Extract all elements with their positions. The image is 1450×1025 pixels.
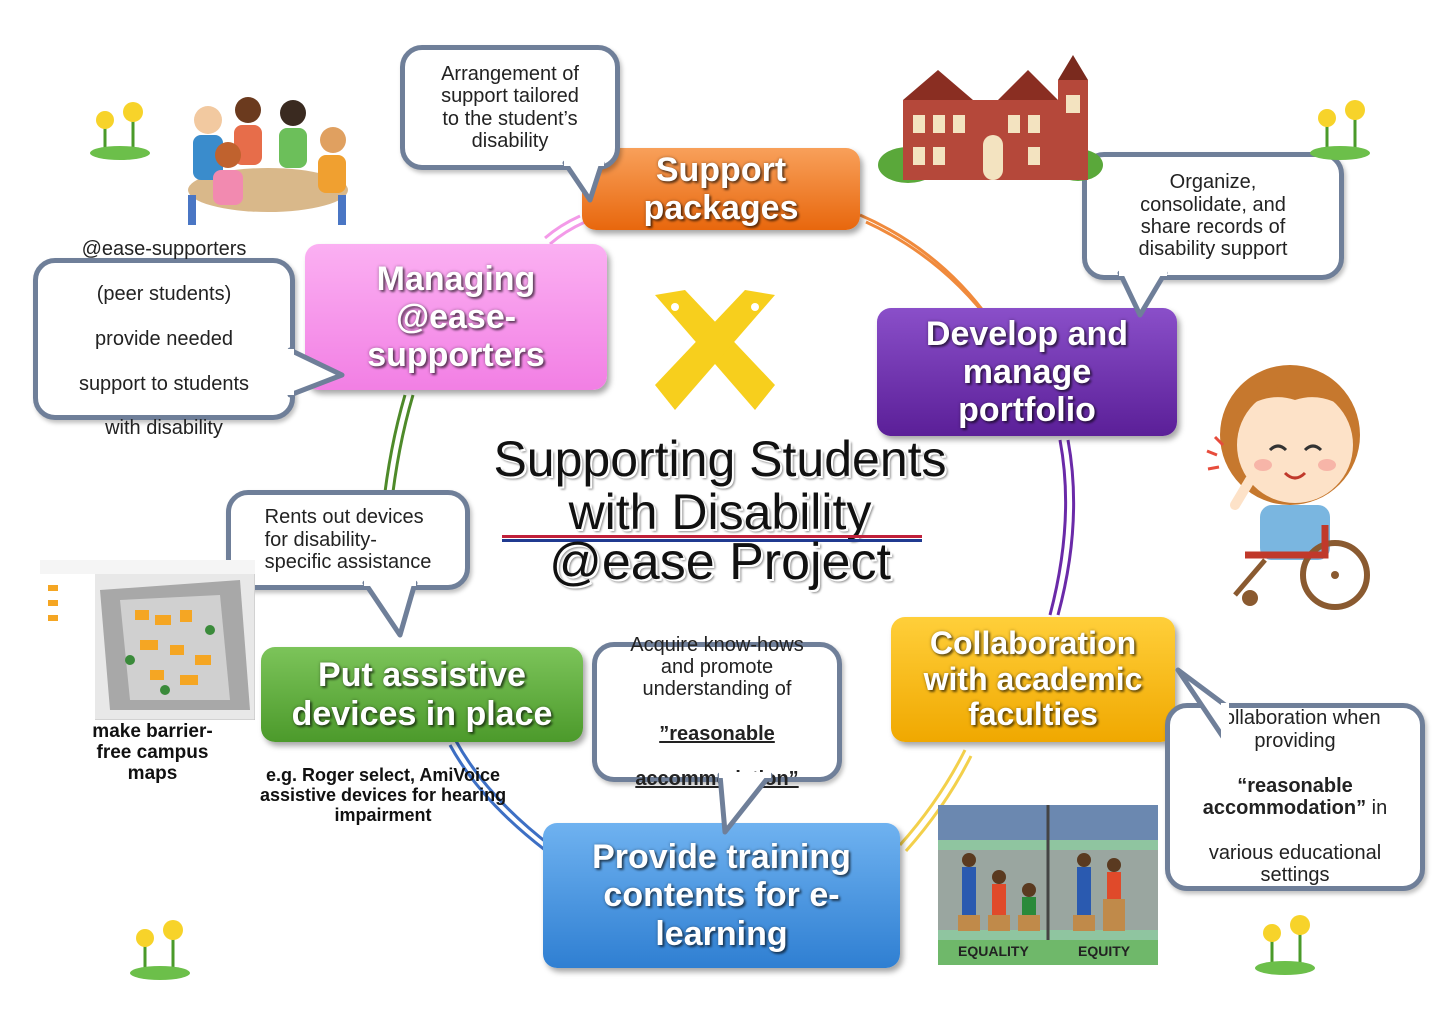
caption-maps: make barrier- free campus maps xyxy=(92,721,213,784)
bubble-rents: Rents out devices for disability- specif… xyxy=(226,490,470,590)
title-line-1: Supporting Students xyxy=(493,431,947,487)
label-equality: EQUALITY xyxy=(958,943,1029,959)
title-underline xyxy=(502,535,922,538)
bubble-arrangement: Arrangement of support tailored to the s… xyxy=(400,45,620,170)
bubble-collaboration: Collaboration when providing “reasonable… xyxy=(1165,703,1425,891)
node-assistive: Put assistive devices in place xyxy=(261,647,583,742)
school-building-icon xyxy=(878,55,1103,183)
bubble-organize: Organize, consolidate, and share records… xyxy=(1082,152,1344,280)
node-collaboration: Collaboration with academic faculties xyxy=(891,617,1175,742)
flower-icon xyxy=(1255,915,1315,975)
node-managing: Managing @ease- supporters xyxy=(305,244,607,390)
node-support-packages: Support packages xyxy=(582,148,860,230)
title-line-3: @ease Project xyxy=(549,533,891,591)
group-table-icon xyxy=(188,97,348,225)
bubble-tail xyxy=(287,347,345,398)
flower-icon xyxy=(130,920,190,980)
title-line-2: with Disability xyxy=(568,484,872,540)
pen-cross-logo-icon xyxy=(655,290,775,410)
title-underline-2 xyxy=(502,539,922,542)
bubble-tail xyxy=(717,772,773,835)
caption-devices: e.g. Roger select, AmiVoice assistive de… xyxy=(259,765,507,825)
flower-icon xyxy=(1310,100,1370,160)
label-equity: EQUITY xyxy=(1078,943,1131,959)
bubble-tail xyxy=(562,160,605,203)
bubble-tail xyxy=(1117,270,1168,318)
node-develop-portfolio: Develop and manage portfolio xyxy=(877,308,1177,436)
bubble-tail xyxy=(1175,667,1229,743)
bubble-acquire: Acquire know-hows and promote understand… xyxy=(592,634,842,790)
campus-map-icon xyxy=(40,560,255,720)
node-training: Provide training contents for e- learnin… xyxy=(543,823,900,968)
wheelchair-student-icon xyxy=(1206,365,1370,610)
equality-equity-icon xyxy=(938,805,1158,965)
bubble-tail xyxy=(362,580,418,638)
flower-icon xyxy=(90,102,150,160)
bubble-peer-supporters: @ease-supporters (peer students) provide… xyxy=(33,238,295,439)
